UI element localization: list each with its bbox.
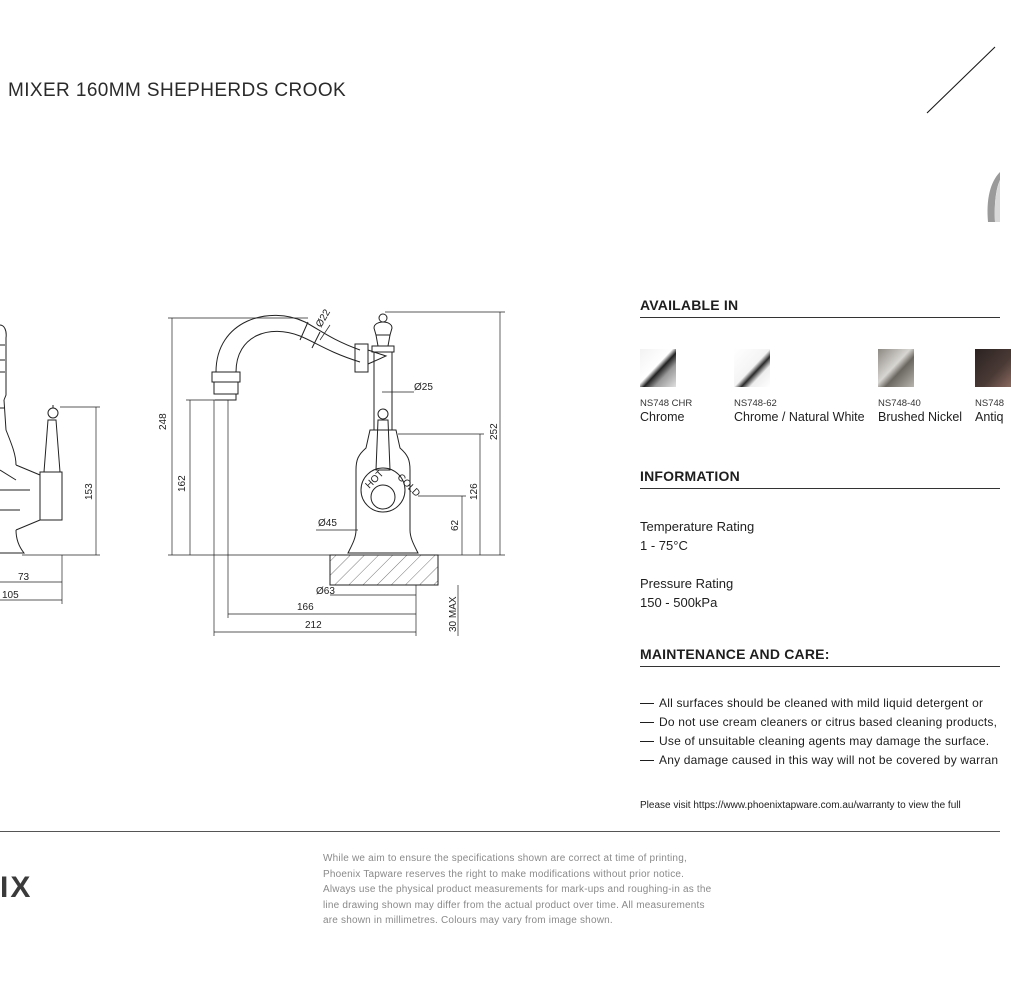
dim-73: 73: [18, 572, 30, 583]
dim-dia-25: Ø25: [414, 382, 433, 393]
dim-dia-63: Ø63: [316, 586, 335, 597]
finish-name: Brushed Nickel: [878, 410, 963, 424]
temperature-rating-label: Temperature Rating: [640, 519, 755, 534]
front-view: [211, 313, 439, 586]
finish-code: NS748-40: [878, 398, 921, 409]
care-item: All surfaces should be cleaned with mild…: [640, 696, 1000, 710]
information-rule: [640, 488, 1000, 489]
dim-62: 62: [450, 519, 461, 531]
dim-dia-22: Ø22: [314, 307, 333, 329]
pressure-rating-label: Pressure Rating: [640, 576, 734, 591]
available-in-heading: AVAILABLE IN: [640, 297, 739, 313]
finish-swatch-brushed-nickel: [878, 349, 914, 392]
available-in-rule: [640, 317, 1000, 318]
side-view: [0, 324, 63, 554]
finish-code: NS748-62: [734, 398, 777, 409]
finish-name: Antiq: [975, 410, 1004, 424]
finish-code: NS748 CHR: [640, 398, 693, 409]
care-item: Use of unsuitable cleaning agents may da…: [640, 734, 1000, 748]
dim-30-max: 30 MAX: [448, 596, 459, 632]
dim-153: 153: [84, 483, 95, 500]
page-title: MIXER 160MM SHEPHERDS CROOK: [8, 80, 347, 101]
care-item: Do not use cream cleaners or citrus base…: [640, 715, 1000, 729]
disclaimer: While we aim to ensure the specification…: [323, 853, 712, 926]
dim-212: 212: [305, 620, 322, 631]
footer-rule: [0, 831, 1000, 832]
finish-swatch-chrome: [640, 349, 676, 392]
dim-162: 162: [177, 475, 188, 492]
pressure-rating-value: 150 - 500kPa: [640, 595, 718, 610]
front-dimensions: [168, 311, 505, 636]
dim-dia-45: Ø45: [318, 518, 337, 529]
information-heading: INFORMATION: [640, 468, 740, 484]
care-item: Any damage caused in this way will not b…: [640, 753, 1000, 767]
dim-248: 248: [158, 413, 169, 430]
side-dimensions: [0, 406, 100, 604]
brand-logo: IX: [0, 871, 33, 904]
technical-drawing: 73 105 153 HOT COLD: [0, 307, 505, 636]
maintenance-heading: MAINTENANCE AND CARE:: [640, 646, 830, 662]
dim-126: 126: [469, 483, 480, 500]
finish-swatch-antique: [975, 349, 1011, 392]
dim-166: 166: [297, 602, 314, 613]
finish-name: Chrome / Natural White: [734, 410, 865, 424]
finish-swatch-chrome-white: [734, 349, 770, 392]
dim-252: 252: [489, 423, 500, 440]
warranty-link-text[interactable]: Please visit https://www.phoenixtapware.…: [640, 800, 961, 811]
temperature-rating-value: 1 - 75°C: [640, 538, 688, 553]
finish-code: NS748: [975, 398, 1005, 409]
maintenance-rule: [640, 666, 1000, 667]
dim-105: 105: [2, 590, 19, 601]
cold-label: COLD: [395, 472, 422, 499]
finish-name: Chrome: [640, 410, 685, 424]
